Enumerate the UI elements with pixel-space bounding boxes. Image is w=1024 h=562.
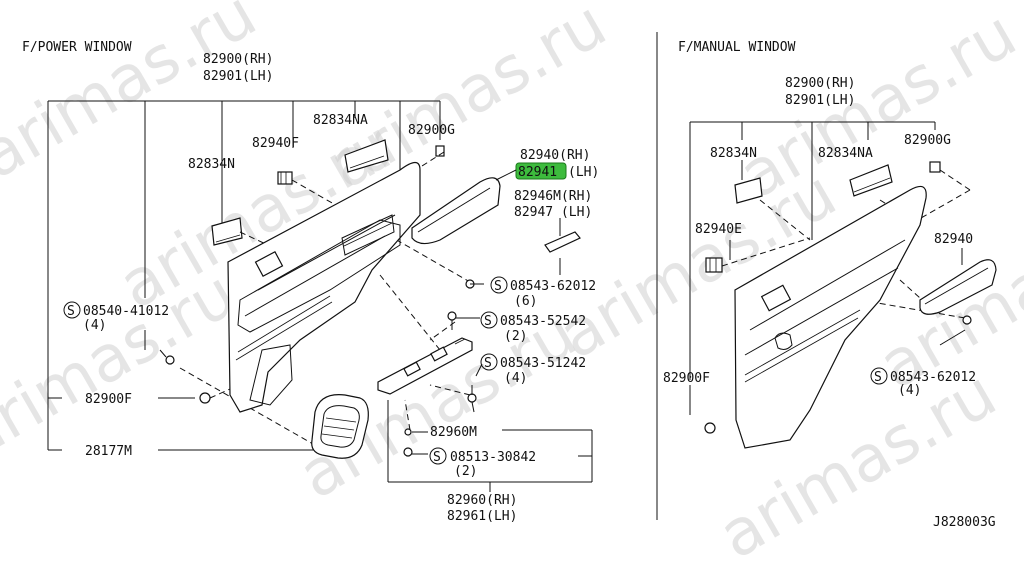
screw-08540-41012: S 08540-41012 (4) (63, 301, 169, 333)
armrest-right (919, 259, 997, 325)
diagram-id: J828003G (933, 515, 996, 530)
label-82940e: 82940E (695, 222, 742, 237)
label-82900g: 82900G (408, 123, 455, 138)
label-82940-rh: 82940(RH) (520, 148, 590, 163)
screw-08543-62012-right: S 08543-62012 (4) (870, 367, 976, 398)
svg-text:S: S (67, 304, 75, 319)
switch-leader (387, 400, 593, 492)
label-28177m: 28177M (85, 444, 132, 459)
left-screws (159, 258, 561, 457)
label-82900g-right: 82900G (904, 133, 951, 148)
svg-text:08543-62012: 08543-62012 (890, 370, 976, 385)
label-82900f: 82900F (85, 392, 132, 407)
label-82834na: 82834NA (313, 113, 368, 128)
svg-text:(4): (4) (83, 318, 106, 333)
speaker-grille-28177m (311, 394, 369, 459)
right-assembly-lines (721, 169, 971, 319)
pad-82946m (544, 231, 581, 253)
label-82900-rh: 82900(RH) (203, 52, 273, 67)
label-82901-lh: 82901(LH) (203, 69, 273, 84)
svg-text:S: S (494, 279, 502, 294)
svg-text:08513-30842: 08513-30842 (450, 450, 536, 465)
label-82834n: 82834N (188, 157, 235, 172)
manual-window-title: F/MANUAL WINDOW (678, 40, 796, 55)
door-trim-panel-left (227, 161, 421, 413)
label-82940f: 82940F (252, 136, 299, 151)
right-clips (704, 161, 941, 434)
svg-text:S: S (484, 356, 492, 371)
svg-text:(6): (6) (514, 294, 537, 309)
svg-text:08543-62012: 08543-62012 (510, 279, 596, 294)
label-82900f-right: 82900F (663, 371, 710, 386)
right-pads (734, 164, 893, 204)
svg-text:08543-52542: 08543-52542 (500, 314, 586, 329)
screw-08513-30842: S 08513-30842 (2) (429, 447, 536, 479)
label-82947-lh: 82947 (LH) (514, 205, 592, 220)
label-82960m: 82960M (430, 425, 477, 440)
power-window-title: F/POWER WINDOW (22, 40, 132, 55)
svg-text:S: S (433, 450, 441, 465)
armrest-left (411, 177, 501, 245)
door-trim-panel-right (734, 185, 927, 449)
svg-text:S: S (874, 370, 882, 385)
label-82941[interactable]: 82941 (518, 165, 557, 180)
svg-text:(2): (2) (454, 464, 477, 479)
screw-08543-51242: S 08543-51242 (4) (480, 353, 586, 386)
left-pads (211, 139, 389, 246)
label-82946m-rh: 82946M(RH) (514, 189, 592, 204)
left-leader-lines (47, 100, 441, 451)
screw-08543-52542: S 08543-52542 (2) (480, 311, 586, 344)
label-82900-rh-right: 82900(RH) (785, 76, 855, 91)
label-82941-lh: (LH) (568, 165, 599, 180)
right-leader-lines (689, 121, 966, 415)
label-82834n-right: 82834N (710, 146, 757, 161)
label-82960-rh: 82960(RH) (447, 493, 517, 508)
label-82940-right: 82940 (934, 232, 973, 247)
svg-text:08540-41012: 08540-41012 (83, 304, 169, 319)
svg-text:(2): (2) (504, 329, 527, 344)
left-clips (277, 145, 445, 185)
svg-text:08543-51242: 08543-51242 (500, 356, 586, 371)
svg-text:S: S (484, 314, 492, 329)
screw-08543-62012: S 08543-62012 (6) (490, 276, 596, 309)
label-82834na-right: 82834NA (818, 146, 873, 161)
svg-text:(4): (4) (504, 371, 527, 386)
switch-plate (377, 337, 473, 395)
label-82901-lh-right: 82901(LH) (785, 93, 855, 108)
label-82961-lh: 82961(LH) (447, 509, 517, 524)
highlight-82941[interactable] (515, 162, 567, 180)
svg-text:(4): (4) (898, 383, 921, 398)
